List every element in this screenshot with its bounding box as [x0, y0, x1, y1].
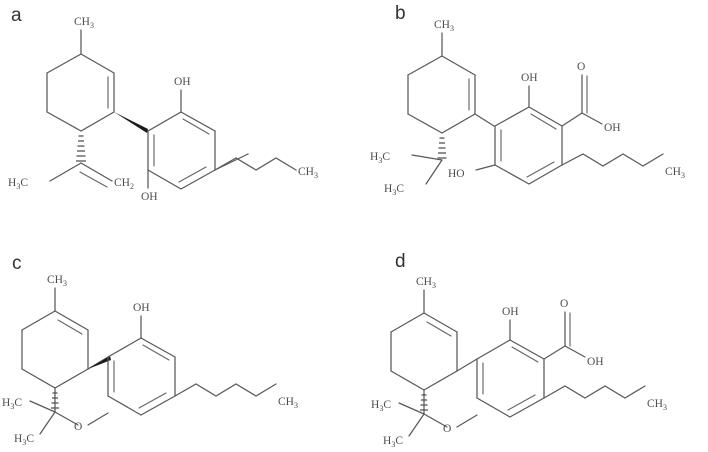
- wedge-bond-aryl-a: [114, 112, 148, 133]
- label-carboxyl-hydroxyl-d: OH: [587, 356, 604, 368]
- panel-label-b: b: [395, 3, 406, 24]
- structure-cannabidiolic-acid: CH3 H3C H3C: [354, 0, 708, 226]
- label-carbonyl-oxygen-d: O: [560, 298, 568, 310]
- label-methyl-top-c: CH3: [47, 274, 67, 288]
- panel-a: a CH3: [0, 0, 354, 226]
- label-pentyl-terminus-d: CH3: [647, 398, 667, 412]
- label-pentyl-terminus-c: CH3: [278, 396, 298, 410]
- structure-cannabidiol: CH3 H3C CH2: [0, 0, 354, 226]
- hash-bond-gem-dimethyl-c: [51, 392, 59, 409]
- label-hydroxyl-top-b: OH: [521, 72, 538, 84]
- label-isopropenyl-methyl-a: H3C: [8, 177, 28, 191]
- label-gem-methyl-bottom-c: H3C: [14, 433, 34, 447]
- structure-thc: CH3 H3C H3C: [0, 226, 354, 452]
- label-methyl-top-a: CH3: [74, 16, 94, 30]
- label-gem-methyl-bottom-d: H3C: [383, 435, 403, 449]
- label-hydroxyl-left-b: HO: [448, 168, 465, 180]
- label-gem-methyl-left-c: H3C: [2, 397, 22, 411]
- label-pentyl-terminus-a: CH3: [298, 166, 318, 180]
- hash-bond-isopropenyl-a: [76, 135, 86, 162]
- panel-label-c: c: [12, 253, 22, 274]
- label-hydroxyl-top-c: OH: [133, 302, 150, 314]
- label-methyl-top-d: CH3: [416, 276, 436, 290]
- panel-label-d: d: [395, 251, 406, 272]
- label-gem-methyl-left-d: H3C: [371, 399, 391, 413]
- label-carbonyl-oxygen-b: O: [577, 61, 585, 73]
- label-isopropyl-methyl-upper-b: H3C: [370, 151, 390, 165]
- label-carboxyl-hydroxyl-b: OH: [604, 122, 621, 134]
- label-pyran-oxygen-d: O: [443, 423, 451, 435]
- panel-c: c CH3: [0, 226, 354, 452]
- hash-bond-gem-dimethyl-d: [420, 394, 428, 411]
- label-exo-methylene-a: CH2: [114, 177, 134, 191]
- wedge-bond-aryl-c: [88, 356, 111, 369]
- panel-d: d CH3: [354, 226, 708, 452]
- structure-thca: CH3 H3C H3C O: [354, 226, 708, 452]
- label-hydroxyl-bottom-a: OH: [141, 191, 158, 203]
- label-hydroxyl-top-d: OH: [502, 306, 519, 318]
- panel-label-a: a: [11, 5, 22, 26]
- label-isopropyl-methyl-lower-b: H3C: [384, 183, 404, 197]
- panel-b: b CH3: [354, 0, 708, 226]
- label-hydroxyl-top-a: OH: [174, 76, 191, 88]
- label-pentyl-terminus-b: CH3: [665, 166, 685, 180]
- label-pyran-oxygen-c: O: [74, 421, 82, 433]
- label-methyl-top-b: CH3: [434, 19, 454, 33]
- hash-bond-isopropyl-b: [437, 137, 447, 159]
